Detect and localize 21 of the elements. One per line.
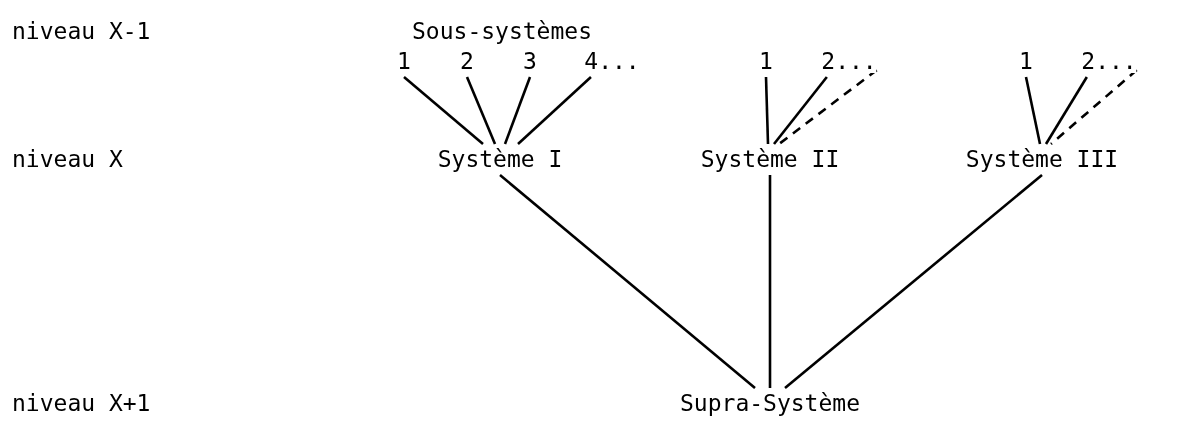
system-label: Système II	[700, 148, 840, 171]
connector-line	[403, 76, 484, 145]
level-label: niveau X	[12, 148, 123, 171]
system-label: Supra-Système	[680, 392, 860, 415]
connector-line	[764, 76, 770, 145]
subsystem-number: 2...	[1081, 50, 1137, 73]
connector-line	[768, 175, 772, 388]
system-label: Système I	[437, 148, 563, 171]
level-label: niveau X-1	[12, 20, 151, 43]
level-label: niveau X+1	[12, 392, 151, 415]
connector-line	[499, 174, 756, 389]
connector-line	[772, 76, 828, 145]
level-label: Sous-systèmes	[412, 20, 592, 43]
connector-line	[465, 76, 497, 145]
connector-line	[503, 76, 532, 145]
connector-line	[1044, 76, 1088, 145]
subsystem-number: 2...	[821, 50, 877, 73]
connector-line	[1024, 76, 1042, 145]
connector-line	[784, 174, 1043, 389]
system-label: Système III	[965, 148, 1119, 171]
connector-line	[517, 76, 592, 145]
